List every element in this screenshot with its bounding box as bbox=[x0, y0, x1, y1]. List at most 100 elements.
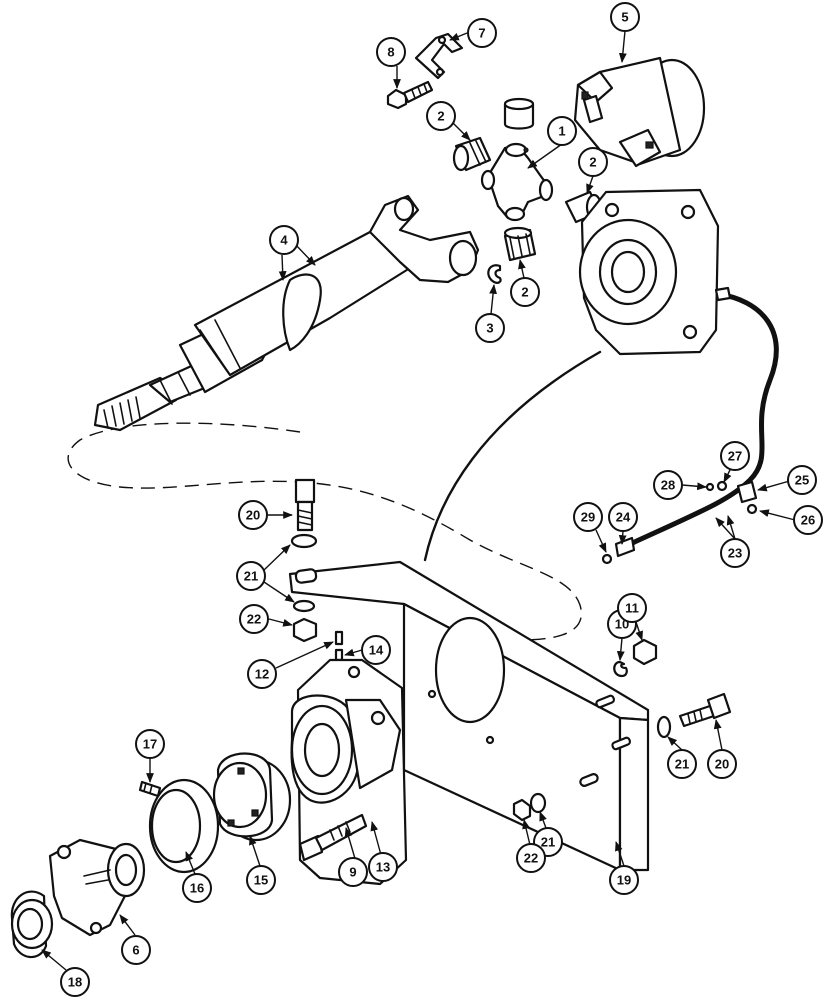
callout-1: 1 bbox=[547, 116, 577, 146]
svg-text:23: 23 bbox=[728, 546, 742, 561]
callout-6: 6 bbox=[121, 935, 151, 965]
svg-text:2: 2 bbox=[437, 109, 444, 124]
bearing-cap-left bbox=[452, 136, 492, 172]
drive-arc bbox=[423, 350, 602, 562]
castle-nut-18 bbox=[10, 890, 54, 959]
callout-2-left: 2 bbox=[426, 101, 456, 131]
svg-text:3: 3 bbox=[486, 321, 493, 336]
svg-text:9: 9 bbox=[349, 865, 356, 880]
bolt-9 bbox=[298, 813, 368, 862]
svg-text:20: 20 bbox=[715, 757, 729, 772]
callout-21-right: 21 bbox=[667, 749, 697, 779]
svg-text:18: 18 bbox=[68, 975, 82, 990]
callout-20-right: 20 bbox=[707, 749, 737, 779]
svg-text:19: 19 bbox=[617, 873, 631, 888]
leader-lines bbox=[41, 30, 796, 971]
callout-3: 3 bbox=[475, 313, 505, 343]
bearing-cap-bottom bbox=[503, 226, 537, 262]
strap-7 bbox=[414, 32, 464, 80]
bearing-collar-15 bbox=[212, 752, 292, 842]
svg-text:13: 13 bbox=[376, 860, 390, 875]
callout-22-top: 22 bbox=[239, 604, 269, 634]
nut-28 bbox=[705, 482, 715, 492]
callout-26: 26 bbox=[793, 505, 823, 535]
svg-text:16: 16 bbox=[190, 881, 204, 896]
callout-12: 12 bbox=[247, 659, 277, 689]
svg-text:27: 27 bbox=[728, 449, 742, 464]
collar-ring-16 bbox=[148, 778, 220, 874]
callout-13: 13 bbox=[368, 852, 398, 882]
nut-11 bbox=[632, 638, 658, 666]
callout-8: 8 bbox=[376, 37, 406, 67]
bearing-cap-top bbox=[503, 97, 535, 130]
callout-18: 18 bbox=[60, 967, 90, 997]
svg-text:22: 22 bbox=[524, 851, 538, 866]
set-screw-17 bbox=[138, 780, 162, 798]
washer-27 bbox=[716, 480, 728, 492]
callout-25: 25 bbox=[787, 465, 817, 495]
svg-text:1: 1 bbox=[558, 124, 565, 139]
callout-5: 5 bbox=[610, 2, 640, 32]
washer-21-top bbox=[290, 533, 318, 549]
bolt-20-top bbox=[294, 478, 316, 532]
callout-22-bottom: 22 bbox=[516, 843, 546, 873]
svg-text:28: 28 bbox=[661, 478, 675, 493]
callout-28: 28 bbox=[653, 470, 683, 500]
callout-4: 4 bbox=[269, 225, 299, 255]
washer-21-lower bbox=[292, 599, 316, 613]
phantom-outline bbox=[67, 422, 583, 641]
callout-29: 29 bbox=[573, 502, 603, 532]
svg-text:6: 6 bbox=[132, 943, 139, 958]
flange-bearing-13 bbox=[290, 658, 408, 886]
svg-text:7: 7 bbox=[478, 26, 485, 41]
svg-text:21: 21 bbox=[244, 569, 258, 584]
hose-clip-25 bbox=[736, 480, 758, 504]
callout-7: 7 bbox=[467, 18, 497, 48]
bolt-20-right bbox=[656, 692, 732, 739]
svg-text:17: 17 bbox=[143, 737, 157, 752]
svg-text:14: 14 bbox=[369, 643, 384, 658]
callout-11: 11 bbox=[617, 593, 647, 623]
svg-text:20: 20 bbox=[246, 508, 260, 523]
svg-text:26: 26 bbox=[801, 513, 815, 528]
callout-23: 23 bbox=[720, 538, 750, 568]
svg-text:4: 4 bbox=[280, 233, 288, 248]
lock-washer-10 bbox=[613, 660, 628, 678]
nut-22-lower bbox=[512, 798, 532, 822]
svg-text:29: 29 bbox=[581, 510, 595, 525]
svg-text:21: 21 bbox=[675, 757, 689, 772]
svg-text:2: 2 bbox=[589, 155, 596, 170]
svg-text:2: 2 bbox=[521, 285, 528, 300]
callout-17: 17 bbox=[135, 729, 165, 759]
mounting-bracket-19 bbox=[288, 560, 650, 872]
svg-text:12: 12 bbox=[255, 667, 269, 682]
nut-22-top bbox=[292, 617, 318, 643]
callout-16: 16 bbox=[182, 873, 212, 903]
svg-text:11: 11 bbox=[625, 601, 639, 616]
yoke-housing-5 bbox=[573, 56, 706, 168]
svg-text:25: 25 bbox=[795, 473, 809, 488]
svg-text:21: 21 bbox=[541, 835, 555, 850]
drive-shaft bbox=[93, 194, 480, 432]
fitting-14 bbox=[334, 648, 344, 662]
callout-2-bottom: 2 bbox=[510, 277, 540, 307]
callout-21-top: 21 bbox=[236, 561, 266, 591]
svg-text:5: 5 bbox=[621, 10, 628, 25]
svg-text:22: 22 bbox=[247, 612, 261, 627]
callout-14: 14 bbox=[361, 635, 391, 665]
callout-20-top: 20 bbox=[238, 500, 268, 530]
nut-29 bbox=[601, 553, 613, 565]
end-yoke-6 bbox=[48, 838, 146, 937]
callout-9: 9 bbox=[338, 857, 368, 887]
callout-21-bottom: 21 bbox=[533, 827, 563, 857]
callout-15: 15 bbox=[246, 865, 276, 895]
upper-flange-bearing bbox=[578, 188, 720, 356]
callout-27: 27 bbox=[720, 441, 750, 471]
grease-fitting-12 bbox=[334, 630, 344, 646]
callout-24: 24 bbox=[608, 502, 638, 532]
washer-26 bbox=[746, 503, 758, 515]
svg-text:8: 8 bbox=[387, 45, 394, 60]
svg-text:15: 15 bbox=[254, 873, 268, 888]
